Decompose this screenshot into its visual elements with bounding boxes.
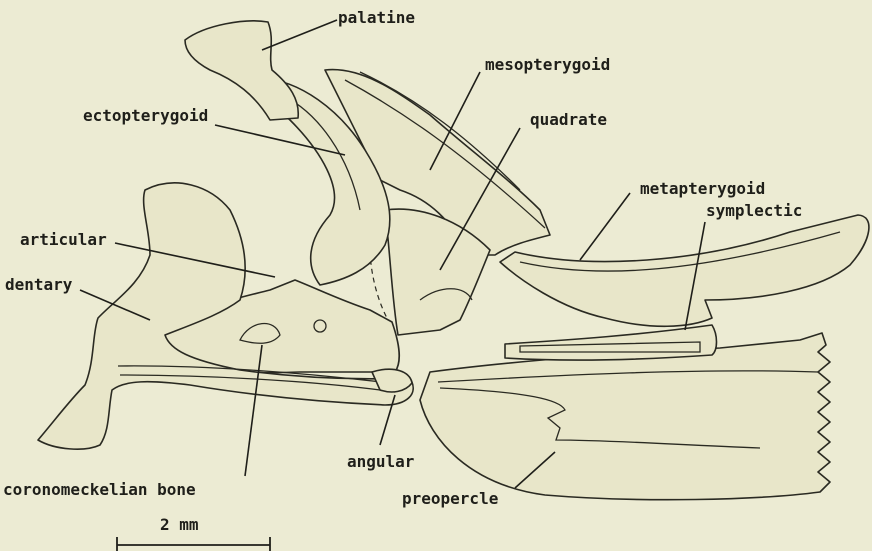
label-dentary: dentary [5, 275, 73, 294]
label-ectopterygoid: ectopterygoid [83, 106, 208, 125]
label-angular: angular [347, 452, 414, 471]
label-coronomeckelian-bone: coronomeckelian bone [3, 480, 196, 499]
label-quadrate: quadrate [530, 110, 607, 129]
label-preopercle: preopercle [402, 489, 498, 508]
scale-bar: 2 mm [117, 515, 270, 551]
label-palatine: palatine [338, 8, 415, 27]
label-symplectic: symplectic [706, 201, 802, 220]
label-mesopterygoid: mesopterygoid [485, 55, 610, 74]
metapterygoid-bone [500, 215, 869, 326]
label-metapterygoid: metapterygoid [640, 179, 765, 198]
label-articular: articular [20, 230, 107, 249]
scale-bar-label: 2 mm [160, 515, 199, 534]
